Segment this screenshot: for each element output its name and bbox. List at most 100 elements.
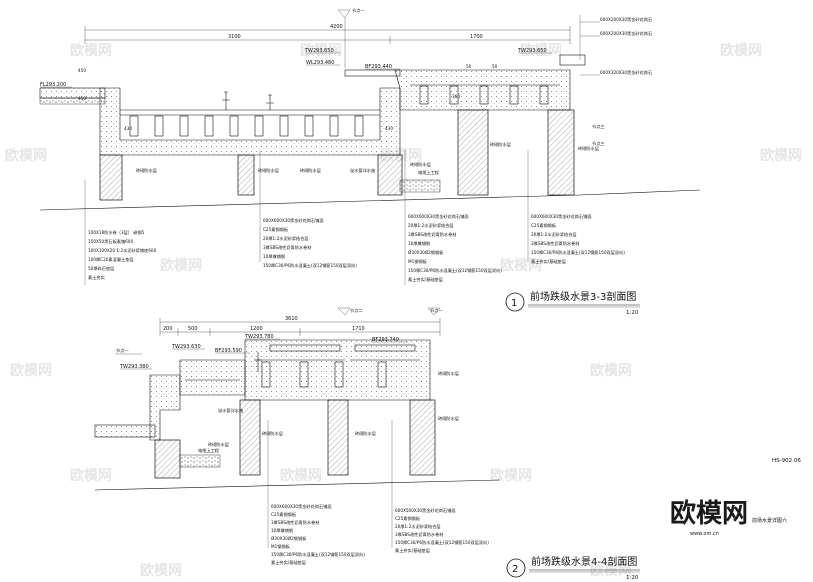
svg-text:BF293.590: BF293.590 xyxy=(215,348,242,354)
svg-text:电缆上工程: 电缆上工程 xyxy=(198,447,220,454)
section-1-scale: 1:20 xyxy=(626,310,639,316)
svg-text:3厚SBS改性沥青防水卷材: 3厚SBS改性沥青防水卷材 xyxy=(531,240,579,247)
svg-text:600X320X30黑金砂花岗石: 600X320X30黑金砂花岗石 xyxy=(600,69,652,76)
section-1-node-tags: 节点一 节点三 节点三 xyxy=(337,8,605,147)
section-2-node-tags: 节点一 节点二 节点一 xyxy=(115,307,443,355)
section-2-number: 2 xyxy=(512,564,518,575)
svg-text:150X50黑石板素铺600: 150X50黑石板素铺600 xyxy=(88,238,133,245)
svg-text:3厚SBS改性沥青防水卷材: 3厚SBS改性沥青防水卷材 xyxy=(263,244,311,251)
section-2-title: 前场跌级水景4-4剖面图 xyxy=(531,555,637,568)
svg-text:欧模网: 欧模网 xyxy=(490,467,532,484)
svg-text:20厚1:2水泥砂浆结合层: 20厚1:2水泥砂浆结合层 xyxy=(408,222,454,229)
svg-text:10厚撑铺钢: 10厚撑铺钢 xyxy=(271,527,293,534)
svg-text:600X600X30黑金砂花岗石铺面: 600X600X30黑金砂花岗石铺面 xyxy=(271,503,332,510)
svg-text:150厚C30/P6防水混凝土(双12钢筋150双层双向): 150厚C30/P6防水混凝土(双12钢筋150双层双向) xyxy=(408,267,502,274)
svg-text:节点一: 节点一 xyxy=(430,308,443,314)
svg-text:150厚C30/P6防水混凝土(双12钢筋150双层双向): 150厚C30/P6防水混凝土(双12钢筋150双层双向) xyxy=(263,262,357,269)
svg-text:TW293.650: TW293.650 xyxy=(517,48,547,54)
svg-text:600X500X30黑金砂花岗石铺面: 600X500X30黑金砂花岗石铺面 xyxy=(395,507,456,514)
svg-text:50: 50 xyxy=(466,64,472,69)
svg-text:素土夯实/基础垫层: 素土夯实/基础垫层 xyxy=(395,547,430,554)
section-1-level-marks: TW293.650 WL293.480 BF293.440 FL293.200 … xyxy=(40,48,552,88)
svg-text:1710: 1710 xyxy=(352,326,365,332)
section-1-left-notes: 100X18防水卷（3层） 碳钢5 150X50黑石板素铺600 100X100… xyxy=(88,229,157,281)
svg-text:节点二: 节点二 xyxy=(350,308,363,314)
svg-text:TW293.780: TW293.780 xyxy=(244,334,274,340)
section-2-drawing: 3610 200 500 1200 1710 节点一 节点二 节点一 TW293… xyxy=(94,307,501,566)
faint-watermarks: 欧模网 欧模网 欧模网 欧模网 欧模网 欧模网 欧模网 欧模网 欧模网 欧模网 … xyxy=(5,42,802,579)
svg-text:www.om.cn: www.om.cn xyxy=(690,531,719,537)
section-2-right-notes: 600X500X30黑金砂花岗石铺面 C25素钢钢板 20厚1:2水泥砂浆结合层… xyxy=(395,507,489,554)
svg-text:砖砌防水层: 砖砌防水层 xyxy=(355,430,376,437)
svg-text:砖砌防水层: 砖砌防水层 xyxy=(438,370,459,377)
watermark-logo: 欧模网 www.om.cn xyxy=(670,498,748,537)
svg-text:M1钢钢板: M1钢钢板 xyxy=(408,258,428,265)
svg-text:M1钢钢板: M1钢钢板 xyxy=(271,543,291,550)
svg-text:C25素钢钢板: C25素钢钢板 xyxy=(263,226,289,233)
svg-text:欧模网: 欧模网 xyxy=(10,362,52,379)
svg-text:600X600X30黑金砂花岗石铺面: 600X600X30黑金砂花岗石铺面 xyxy=(531,213,592,220)
svg-text:Ø30X30Ø2钢钢板: Ø30X30Ø2钢钢板 xyxy=(408,249,444,256)
svg-text:砖砌防水层: 砖砌防水层 xyxy=(300,167,321,174)
section-1-mid-labels: 砖砌防水层 砖砌防水层 砖砌防水层 溢水管详水施 砖砌防水层 电缆上工程 砖砌防… xyxy=(136,141,599,176)
section-2-left-notes: 600X600X30黑金砂花岗石铺面 C25素钢钢板 3厚SBS改性沥青防水卷材… xyxy=(271,503,365,566)
svg-text:电缆上工程: 电缆上工程 xyxy=(418,169,440,176)
svg-text:砖砌防水层: 砖砌防水层 xyxy=(258,167,279,174)
svg-text:素土夯实/基础垫层: 素土夯实/基础垫层 xyxy=(531,258,566,265)
svg-text:欧模网: 欧模网 xyxy=(5,147,47,164)
svg-text:C25素钢钢板: C25素钢钢板 xyxy=(531,222,557,229)
svg-text:欧模网: 欧模网 xyxy=(590,562,632,579)
svg-text:欧模网: 欧模网 xyxy=(500,257,542,274)
svg-text:100厚C20素混凝土垫层: 100厚C20素混凝土垫层 xyxy=(88,256,134,263)
svg-text:TW293.380: TW293.380 xyxy=(119,364,149,370)
svg-text:欧模网: 欧模网 xyxy=(70,467,112,484)
section-1-number: 1 xyxy=(511,298,517,309)
svg-text:Ø30X30Ø2钢钢板: Ø30X30Ø2钢钢板 xyxy=(271,535,307,542)
svg-text:100X100X20 1:2水泥砂浆铺底600: 100X100X20 1:2水泥砂浆铺底600 xyxy=(88,247,157,254)
section-2-mid-labels: 溢水管详水施 砖砌防水层 电缆上工程 砖砌防水层 砖砌防水层 砖砌防水层 砖砌防… xyxy=(198,370,459,454)
section-1-title: 前场跌级水景3-3剖面图 xyxy=(530,290,636,303)
section-1-far-right-notes: 600X600X30黑金砂花岗石铺面 C25素钢钢板 20厚1:2水泥砂浆结合层… xyxy=(531,213,625,265)
section-2-title-block: 2 前场跌级水景4-4剖面图 1:20 xyxy=(506,555,640,581)
svg-text:3厚SBS改性沥青防水卷材: 3厚SBS改性沥青防水卷材 xyxy=(408,231,456,238)
section-1-title-block: 1 前场跌级水景3-3剖面图 1:20 xyxy=(505,290,640,316)
section-2-scale: 1:20 xyxy=(626,575,639,581)
svg-text:20厚1:2水泥砂浆结合层: 20厚1:2水泥砂浆结合层 xyxy=(395,523,441,530)
svg-text:TW293.630: TW293.630 xyxy=(171,344,201,350)
svg-text:砖砌防水层: 砖砌防水层 xyxy=(490,141,511,148)
svg-text:600X600X30黑金砂花岗石铺面: 600X600X30黑金砂花岗石铺面 xyxy=(263,217,324,224)
svg-text:50厚碎石垫层: 50厚碎石垫层 xyxy=(88,265,114,272)
svg-text:欧模网: 欧模网 xyxy=(160,257,202,274)
svg-text:1200: 1200 xyxy=(250,326,263,332)
sheet-name: 前场水景详图六 xyxy=(752,517,787,524)
svg-text:4200: 4200 xyxy=(330,24,343,30)
svg-text:砖砌防水层: 砖砌防水层 xyxy=(136,167,157,174)
svg-text:FL293.200: FL293.200 xyxy=(40,82,66,88)
svg-text:TW293.650: TW293.650 xyxy=(304,48,334,54)
svg-text:C25素钢钢板: C25素钢钢板 xyxy=(271,511,297,518)
svg-text:150厚C30/P6防水混凝土(双12钢筋150双层双向): 150厚C30/P6防水混凝土(双12钢筋150双层双向) xyxy=(531,249,625,256)
svg-text:450: 450 xyxy=(78,68,86,73)
svg-text:欧模网: 欧模网 xyxy=(520,42,562,59)
svg-text:10厚撑铺钢: 10厚撑铺钢 xyxy=(263,253,285,260)
svg-text:欧模网: 欧模网 xyxy=(140,562,182,579)
svg-text:欧模网: 欧模网 xyxy=(70,42,112,59)
svg-text:欧模网: 欧模网 xyxy=(720,42,762,59)
svg-text:BF293.440: BF293.440 xyxy=(365,64,392,70)
svg-text:20厚1:2水泥砂浆结合层: 20厚1:2水泥砂浆结合层 xyxy=(531,231,577,238)
svg-text:节点一: 节点一 xyxy=(116,348,129,354)
svg-text:欧模网: 欧模网 xyxy=(280,467,322,484)
svg-text:欧模网: 欧模网 xyxy=(760,147,802,164)
svg-text:砖砌防水层: 砖砌防水层 xyxy=(208,441,229,448)
svg-text:素土夯实/基础垫层: 素土夯实/基础垫层 xyxy=(271,559,306,566)
svg-text:砖砌防水层: 砖砌防水层 xyxy=(578,145,599,152)
svg-text:欧模网: 欧模网 xyxy=(670,498,748,529)
svg-text:200: 200 xyxy=(163,326,173,332)
svg-text:3厚SBS改性沥青防水卷材: 3厚SBS改性沥青防水卷材 xyxy=(271,519,319,526)
svg-text:150厚C30/P6防水混凝土(双12钢筋150双层双向): 150厚C30/P6防水混凝土(双12钢筋150双层双向) xyxy=(395,539,489,546)
svg-text:3厚SBS改性沥青防水卷材: 3厚SBS改性沥青防水卷材 xyxy=(395,531,443,538)
section-1-top-right-notes: 600X200X30黑金砂花岗石 600X200X30黑金砂花岗石 600X32… xyxy=(579,15,652,76)
svg-text:1700: 1700 xyxy=(470,34,483,40)
svg-text:100X18防水卷（3层） 碳钢5: 100X18防水卷（3层） 碳钢5 xyxy=(88,229,145,236)
